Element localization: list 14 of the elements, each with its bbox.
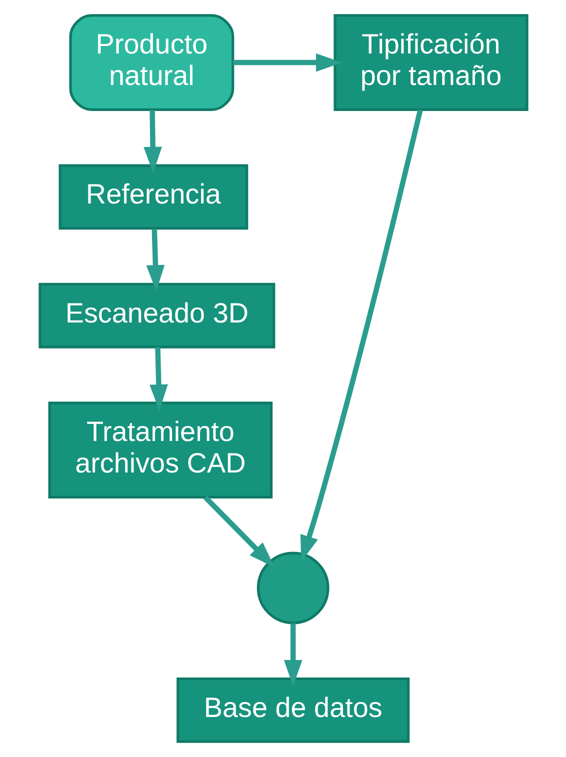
node-circle [256, 552, 329, 624]
arrow [232, 53, 342, 72]
arrow [300, 109, 422, 562]
node-box: Escaneado 3D [38, 282, 275, 348]
node-box: Producto natural [68, 14, 234, 111]
node-box: Referencia [58, 164, 248, 230]
arrow [149, 347, 168, 411]
arrow [146, 228, 164, 292]
arrow [143, 110, 162, 174]
arrow [202, 495, 274, 568]
node-box: Base de datos [176, 677, 410, 743]
node-box: Tratamiento archivos CAD [48, 402, 272, 499]
arrow [283, 623, 302, 686]
node-box: Tipificación por tamaño [333, 14, 528, 111]
